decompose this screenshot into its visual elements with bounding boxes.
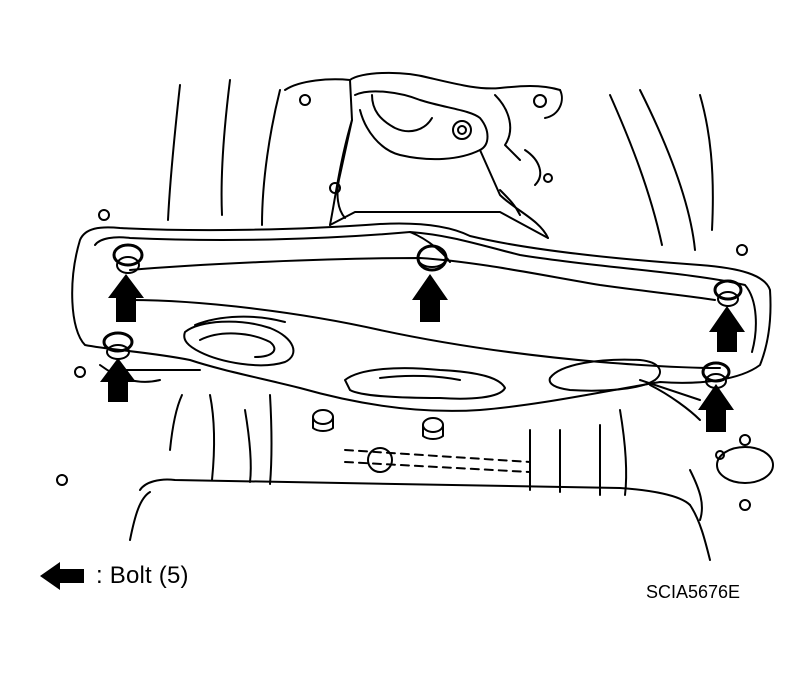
bolt-center xyxy=(416,244,448,272)
legend: : Bolt (5) xyxy=(38,560,189,592)
lower-structure xyxy=(56,209,774,561)
bolt-right-upper xyxy=(713,279,743,307)
bolt-arrow-2 xyxy=(412,274,448,322)
bolt-arrow-4 xyxy=(100,358,136,402)
legend-label: : Bolt (5) xyxy=(96,562,189,589)
figure-code: SCIA5676E xyxy=(646,582,741,602)
arrow-left-icon xyxy=(40,562,84,590)
bolt-arrow-1 xyxy=(108,274,144,322)
bolt-top-left xyxy=(112,243,144,274)
bolt-arrow-5 xyxy=(698,384,734,432)
engine-outline xyxy=(167,71,714,251)
bolt-left-lower xyxy=(102,331,134,360)
bolt-arrow-3 xyxy=(709,306,745,352)
